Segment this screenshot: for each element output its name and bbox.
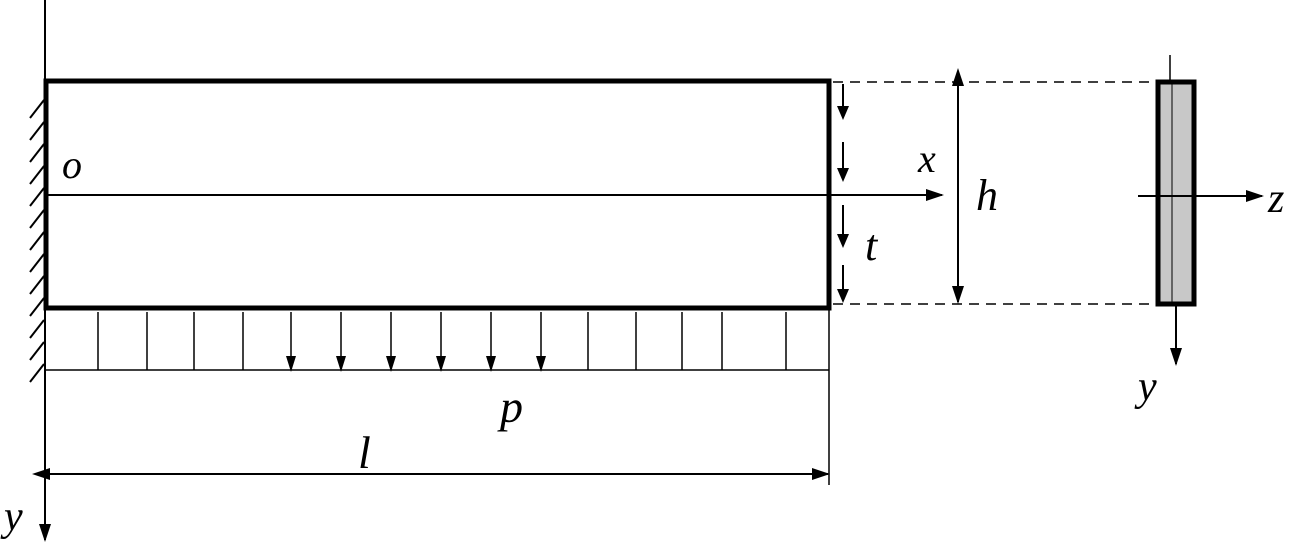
shear-load-label: t — [865, 221, 879, 270]
origin-label: o — [62, 142, 82, 187]
load-arrow-icon — [386, 312, 396, 372]
wall-hatch-line — [29, 165, 45, 185]
y-axis-label: y — [0, 494, 23, 540]
wall-hatch-line — [29, 121, 45, 141]
distributed-load — [46, 312, 829, 372]
wall-hatch-line — [29, 209, 45, 229]
wall-hatch-line — [29, 319, 45, 339]
shear-arrow-icon — [837, 205, 849, 248]
wall-hatch-line — [29, 99, 45, 119]
wall-hatch-line — [29, 187, 45, 207]
wall-hatch-line — [29, 231, 45, 251]
shear-arrow-icon — [837, 142, 849, 182]
load-arrow-icon — [286, 312, 296, 372]
cross-section — [1155, 55, 1197, 307]
wall-hatch-line — [29, 253, 45, 273]
shear-arrow-icon — [837, 84, 849, 120]
section-y-axis-label: y — [1134, 364, 1157, 410]
z-axis-label: z — [1267, 176, 1284, 222]
wall-hatch-line — [29, 363, 45, 383]
wall-hatch-line — [29, 143, 45, 163]
wall-support — [29, 0, 46, 383]
load-arrow-icon — [436, 312, 446, 372]
load-arrow-icon — [336, 312, 346, 372]
shear-load-arrows — [837, 84, 849, 303]
wall-hatch-line — [29, 341, 45, 361]
height-label: h — [976, 171, 998, 220]
distributed-load-label: p — [497, 381, 523, 432]
x-axis-label: x — [917, 136, 936, 181]
length-label: l — [358, 427, 371, 478]
section-projection-lines — [833, 81, 1158, 305]
length-dimension — [32, 305, 830, 485]
wall-hatch-line — [29, 297, 45, 317]
wall-hatch-line — [29, 275, 45, 295]
shear-arrow-icon — [837, 265, 849, 303]
load-arrow-icon — [536, 312, 546, 372]
load-arrow-icon — [486, 312, 496, 372]
